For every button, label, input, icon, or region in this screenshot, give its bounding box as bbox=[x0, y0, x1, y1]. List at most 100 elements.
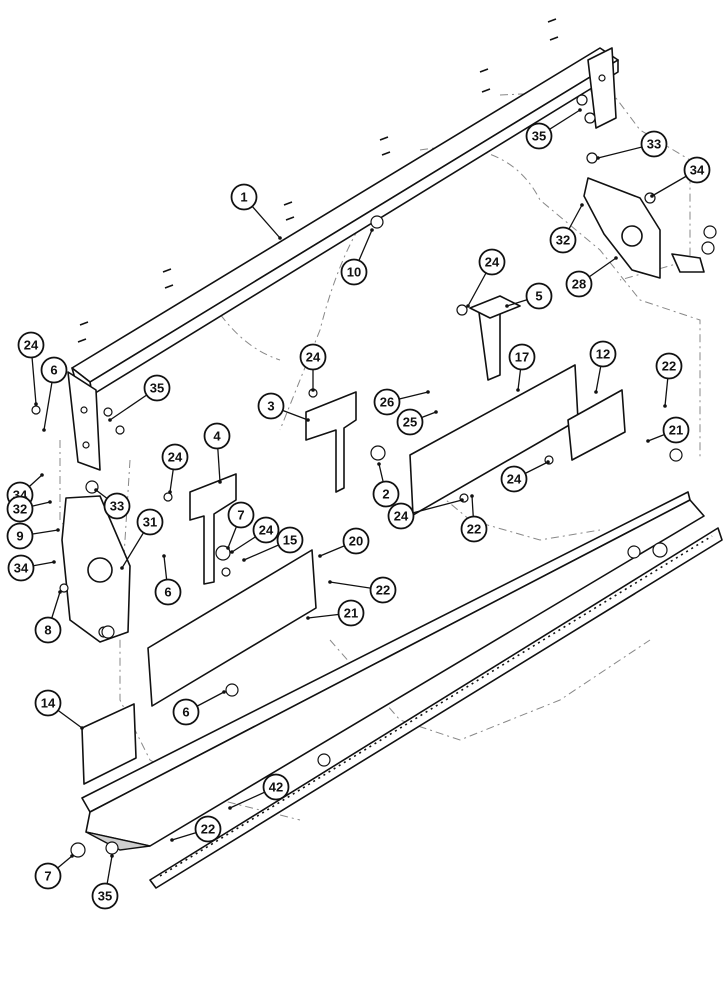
callout-number: 35 bbox=[532, 129, 546, 144]
leader-arrowhead bbox=[58, 590, 62, 594]
callout-number: 2 bbox=[382, 487, 389, 502]
callout-circle bbox=[396, 408, 424, 436]
callout-circle bbox=[500, 465, 528, 493]
callout-number: 21 bbox=[669, 423, 683, 438]
callout-number: 3 bbox=[267, 399, 274, 414]
leader-arrowhead bbox=[650, 194, 654, 198]
callout-6: 6 bbox=[154, 578, 182, 606]
leader-arrowhead bbox=[516, 388, 520, 392]
callout-8: 8 bbox=[34, 616, 62, 644]
callout-circle bbox=[683, 156, 711, 184]
callout-24: 24 bbox=[161, 443, 189, 471]
leader-arrowhead bbox=[306, 616, 310, 620]
callout-number: 33 bbox=[647, 137, 661, 152]
leader-arrowhead bbox=[80, 726, 84, 730]
leader-arrowhead bbox=[34, 402, 38, 406]
callout-number: 33 bbox=[110, 499, 124, 514]
callout-circle bbox=[262, 773, 290, 801]
leader-arrowhead bbox=[377, 462, 381, 466]
leader-arrowhead bbox=[426, 390, 430, 394]
knife-bar bbox=[149, 527, 723, 889]
callout-number: 9 bbox=[16, 529, 23, 544]
leader-arrowhead bbox=[434, 410, 438, 414]
callout-circle bbox=[136, 508, 164, 536]
leader-arrowhead bbox=[596, 156, 600, 160]
callout-number: 6 bbox=[50, 363, 57, 378]
callout-circle bbox=[257, 392, 285, 420]
callout-circle bbox=[589, 340, 617, 368]
callout-number: 28 bbox=[572, 277, 586, 292]
callout-15: 15 bbox=[276, 526, 304, 554]
leader-arrowhead bbox=[70, 854, 74, 858]
callout-2: 2 bbox=[372, 480, 400, 508]
callout-circle bbox=[340, 258, 368, 286]
callout-circle bbox=[17, 331, 45, 359]
leader-arrowhead bbox=[278, 236, 282, 240]
right-bracket bbox=[583, 177, 717, 279]
callout-circle bbox=[103, 492, 131, 520]
callout-number: 22 bbox=[467, 522, 481, 537]
callout-35: 35 bbox=[525, 122, 553, 150]
callout-number: 32 bbox=[13, 502, 27, 517]
leader-arrowhead bbox=[162, 554, 166, 558]
leader-arrowhead bbox=[228, 806, 232, 810]
callout-circle bbox=[154, 578, 182, 606]
leader-arrowhead bbox=[306, 418, 310, 422]
leader-arrowhead bbox=[120, 566, 124, 570]
callout-31: 31 bbox=[136, 508, 164, 536]
callout-circle bbox=[6, 495, 34, 523]
callout-9: 9 bbox=[6, 522, 34, 550]
callout-35: 35 bbox=[91, 882, 119, 910]
callout-number: 22 bbox=[201, 822, 215, 837]
callout-25: 25 bbox=[396, 408, 424, 436]
callout-number: 20 bbox=[349, 534, 363, 549]
leader-arrowhead bbox=[168, 490, 172, 494]
panels-lower bbox=[81, 549, 317, 785]
callout-circle bbox=[34, 616, 62, 644]
callout-26: 26 bbox=[373, 388, 401, 416]
callout-circle bbox=[276, 526, 304, 554]
callout-6: 6 bbox=[40, 356, 68, 384]
callout-circle bbox=[172, 698, 200, 726]
callout-circle bbox=[161, 443, 189, 471]
callout-circle bbox=[6, 522, 34, 550]
callout-circle bbox=[372, 480, 400, 508]
callout-28: 28 bbox=[565, 270, 593, 298]
leader-arrowhead bbox=[242, 558, 246, 562]
callout-circle bbox=[337, 599, 365, 627]
callout-number: 8 bbox=[44, 623, 51, 638]
callout-14: 14 bbox=[34, 689, 62, 717]
callout-circle bbox=[662, 416, 690, 444]
leader-arrowhead bbox=[40, 473, 44, 477]
callout-number: 10 bbox=[347, 265, 361, 280]
callout-circle bbox=[203, 422, 231, 450]
callout-number: 7 bbox=[44, 869, 51, 884]
callout-number: 34 bbox=[690, 163, 705, 178]
callout-circle bbox=[460, 515, 488, 543]
callout-number: 24 bbox=[168, 450, 183, 465]
leader-arrowhead bbox=[108, 418, 112, 422]
callout-21: 21 bbox=[337, 599, 365, 627]
callout-number: 31 bbox=[143, 515, 157, 530]
callout-24: 24 bbox=[252, 516, 280, 544]
leader-arrowhead bbox=[466, 304, 470, 308]
callout-4: 4 bbox=[203, 422, 231, 450]
callout-circle bbox=[342, 527, 370, 555]
leader-arrowhead bbox=[578, 108, 582, 112]
callout-number: 4 bbox=[213, 429, 221, 444]
leader-arrowhead bbox=[580, 203, 584, 207]
leader-arrowhead bbox=[594, 390, 598, 394]
leader-arrowhead bbox=[94, 488, 98, 492]
callout-22: 22 bbox=[369, 576, 397, 604]
callout-circle bbox=[525, 122, 553, 150]
callout-22: 22 bbox=[194, 815, 222, 843]
callout-circle bbox=[525, 282, 553, 310]
callout-circle bbox=[40, 356, 68, 384]
callout-circle bbox=[549, 226, 577, 254]
callout-circle bbox=[373, 388, 401, 416]
leader-arrowhead bbox=[505, 304, 509, 308]
callout-number: 5 bbox=[535, 289, 542, 304]
callout-34: 34 bbox=[683, 156, 711, 184]
callout-circle bbox=[230, 183, 258, 211]
